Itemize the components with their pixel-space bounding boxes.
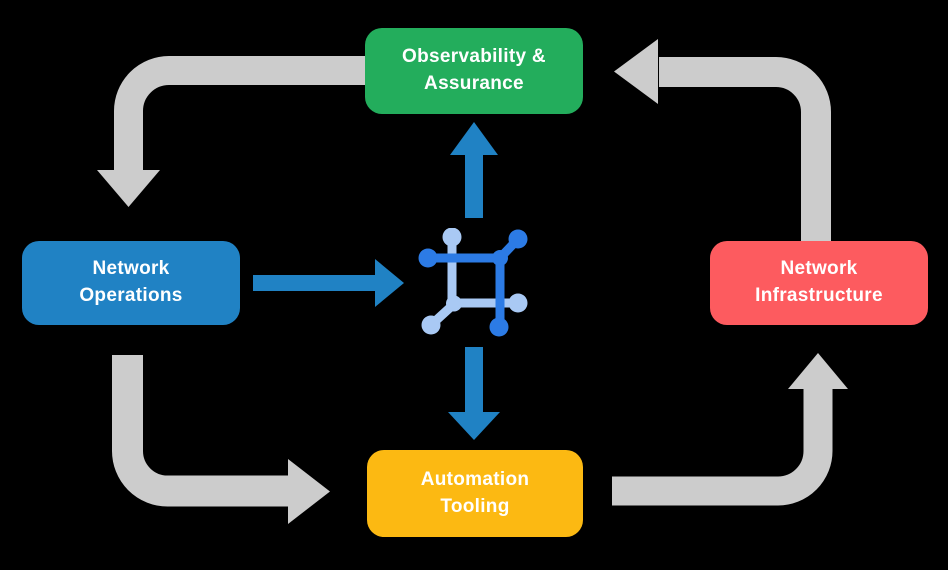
node-label: Observability & Assurance bbox=[402, 46, 546, 94]
icon-light-dots bbox=[421, 227, 528, 335]
icon-node bbox=[492, 250, 508, 266]
arrow-operations-to-platform bbox=[253, 259, 404, 307]
arrow-shaft bbox=[114, 56, 370, 172]
icon-dot bbox=[489, 317, 509, 337]
node-label: Automation Tooling bbox=[420, 468, 530, 517]
arrow-head bbox=[448, 412, 500, 440]
icon-dot bbox=[418, 248, 438, 268]
node-observability-assurance: Observability & Assurance bbox=[365, 28, 583, 114]
arrow-head bbox=[614, 39, 658, 104]
network-platform-icon-svg bbox=[418, 227, 528, 337]
node-network-infrastructure: Network Infrastructure bbox=[710, 241, 928, 325]
arrow-shaft bbox=[112, 355, 289, 507]
arrow-observability-to-operations bbox=[97, 56, 370, 207]
arrow-shaft bbox=[659, 57, 831, 241]
arrow-head bbox=[450, 122, 498, 155]
arrow-operations-to-automation bbox=[112, 355, 330, 524]
arrow-head bbox=[788, 353, 848, 389]
arrow-infrastructure-to-observability bbox=[614, 39, 831, 241]
node-label: Network Infrastructure bbox=[755, 258, 883, 306]
icon-dark-dots bbox=[418, 229, 528, 337]
arrow-shaft bbox=[612, 389, 833, 506]
icon-node bbox=[446, 295, 462, 312]
arrow-automation-to-infrastructure bbox=[612, 353, 848, 506]
arrow-head bbox=[375, 259, 404, 307]
icon-dot bbox=[421, 315, 441, 335]
arrow-head bbox=[97, 170, 160, 207]
node-network-operations: Network Operations bbox=[22, 241, 240, 325]
arrow-platform-to-automation bbox=[448, 347, 500, 440]
icon-dot bbox=[442, 227, 462, 247]
icon-dot bbox=[508, 293, 528, 313]
node-automation-tooling: Automation Tooling bbox=[367, 450, 583, 537]
node-label: Network Operations bbox=[79, 258, 183, 306]
network-platform-icon bbox=[418, 227, 530, 340]
arrow-head bbox=[288, 459, 330, 524]
icon-dot bbox=[508, 229, 528, 249]
arrow-platform-to-observability bbox=[450, 122, 498, 218]
